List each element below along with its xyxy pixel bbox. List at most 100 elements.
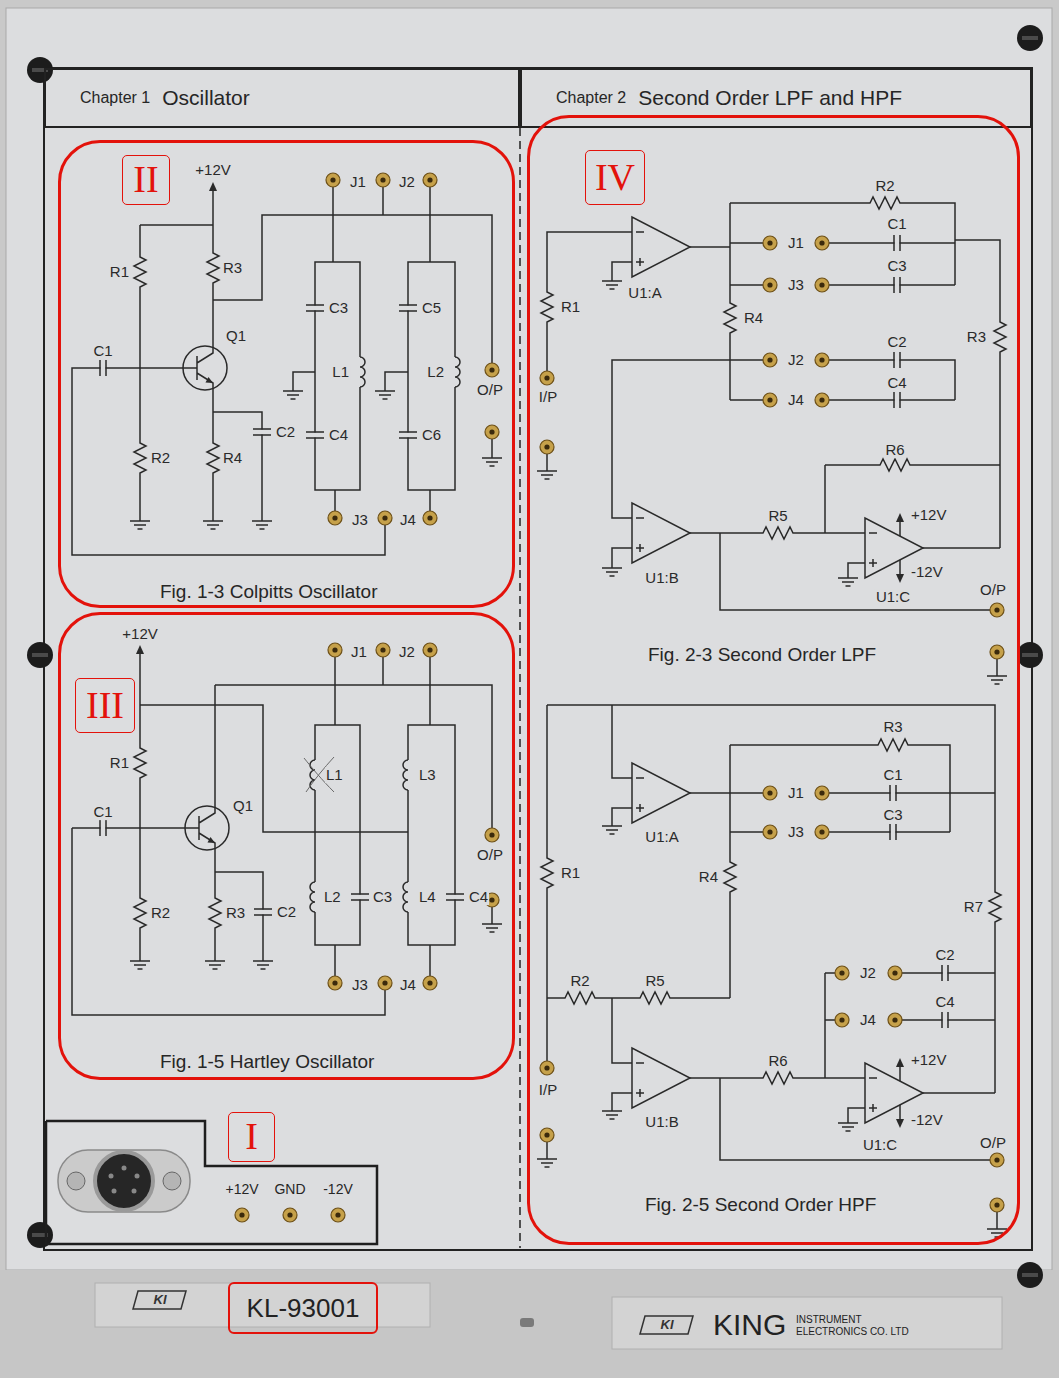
opamp-label: U1:C [862,1137,898,1153]
capacitor-label: C4 [934,994,955,1010]
region-number: III [86,685,124,727]
jack [485,828,499,842]
opamp-symbol [632,217,690,277]
capacitor-label: C1 [92,804,113,820]
supply-arrow [209,182,217,205]
divider-line [519,128,521,1248]
inductor-label: L3 [418,767,437,783]
ground-symbol [375,385,395,399]
port-label: I/P [538,389,558,405]
region-tag: IV [585,150,645,205]
screw [1017,25,1043,51]
jack-label: J2 [787,352,805,368]
screw [27,642,53,668]
opamp-symbol [632,763,690,823]
ground-symbol [482,452,502,466]
resistor-symbol [877,459,913,471]
resistor-symbol [541,289,553,325]
circuit-region: Fig. 1-3 Colpitts OscillatorII [58,140,515,608]
din-pin [112,1189,117,1194]
chapter-heading: Second Order LPF and HPF [638,86,902,109]
circuit-wire [547,203,1000,670]
jack [328,976,342,990]
jack [835,1013,849,1027]
opamp-label: U1:B [644,570,679,586]
jack [763,278,777,292]
terminal-label: +12V [225,1182,258,1197]
jack [990,603,1004,617]
ground-symbol [602,275,622,289]
jack-label: J1 [787,235,805,251]
figure-caption: Fig. 2-3 Second Order LPF [648,645,876,666]
jack [888,966,902,980]
resistor-label: R4 [698,869,719,885]
supply-arrow [896,560,904,583]
screw [1017,1262,1043,1288]
capacitor-symbol [942,1012,948,1028]
supply-label: +12V [121,626,158,642]
jack-label: J1 [349,174,367,190]
ground-symbol [602,562,622,576]
region-tag: I [228,1112,275,1162]
jack [376,173,390,187]
transistor-symbol [185,806,229,850]
supply-arrow [896,1058,904,1081]
logo-frame [640,1316,693,1334]
port-label: I/P [538,1082,558,1098]
resistor-symbol [134,440,146,476]
resistor-label: R3 [966,329,987,345]
resistor-symbol [994,319,1006,355]
jack-label: J2 [398,174,416,190]
jack [328,511,342,525]
resistor-label: R5 [767,508,788,524]
region-outline-line [46,1121,377,1244]
ground-symbol [602,1105,622,1119]
din-pin [109,1174,114,1179]
ground-symbol [130,955,150,969]
supply-arrow [896,1105,904,1128]
ground-symbol [130,515,150,529]
power-connector-region: +12VGND-12VI [45,1120,378,1245]
jack [815,786,829,800]
figure-caption: Fig. 1-3 Colpitts Oscillator [160,582,378,603]
opamp-label: U1:A [644,829,679,845]
jack [763,786,777,800]
capacitor-label: C2 [886,334,907,350]
company-name: INSTRUMENT ELECTRONICS CO. LTD [795,1314,922,1337]
resistor-symbol [989,889,1001,925]
resistor-label: R1 [560,299,581,315]
jack [815,353,829,367]
chapter-header: Chapter 1Oscillator [44,68,520,128]
resistor-symbol [875,739,911,751]
model-box: KL-93001 [228,1282,378,1334]
jack [990,1198,1004,1212]
resistor-symbol [207,250,219,286]
transistor-symbol [183,346,227,390]
resistor-symbol [760,1072,796,1084]
jack [423,173,437,187]
jack [485,363,499,377]
jack-label: J4 [399,512,417,528]
resistor-symbol [637,992,673,1004]
capacitor-label: C3 [886,258,907,274]
resistor-symbol [541,855,553,891]
capacitor-label: C3 [372,889,393,905]
supply-label: -12V [910,1112,944,1128]
resistor-label: R2 [569,973,590,989]
jack [540,1061,554,1075]
resistor-label: R1 [109,755,130,771]
panel-frame [44,68,1032,1250]
capacitor-symbol [351,894,369,900]
capacitor-symbol [894,235,900,251]
jack [328,643,342,657]
jack [815,393,829,407]
ground-symbol [987,1223,1007,1237]
capacitor-label: C3 [328,300,349,316]
ground-symbol [252,515,272,529]
resistor-label: R3 [222,260,243,276]
inductor-label: L2 [426,364,445,380]
resistor-label: R2 [150,905,171,921]
capacitor-label: C2 [934,947,955,963]
jack [990,1153,1004,1167]
